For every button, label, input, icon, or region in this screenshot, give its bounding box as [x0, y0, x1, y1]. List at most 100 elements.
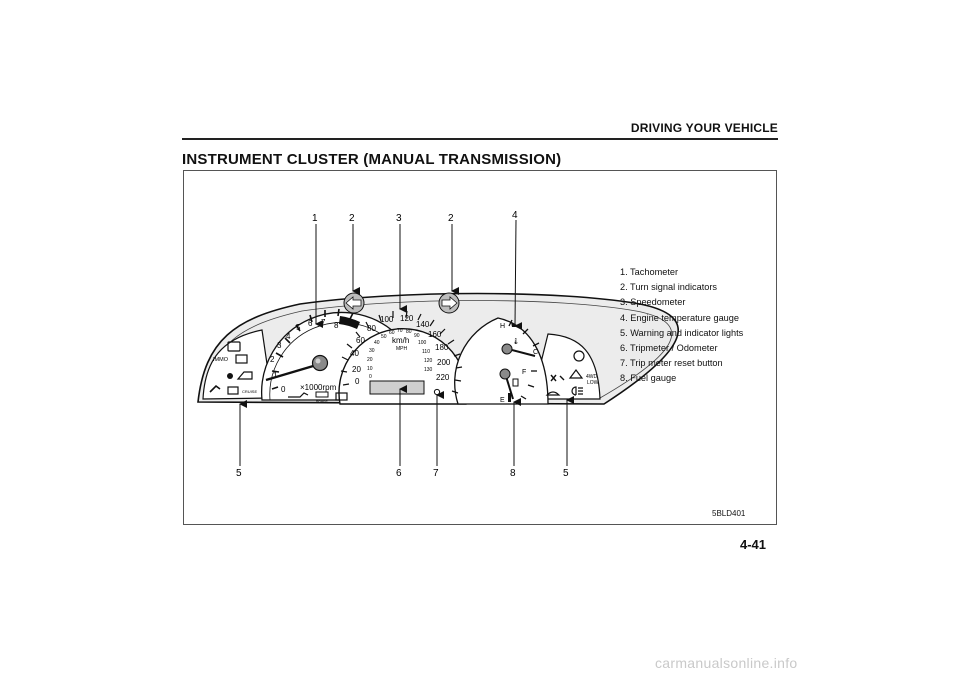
- fog-light-icon: [571, 386, 583, 396]
- tach-unit-label: ×1000rpm: [300, 383, 337, 392]
- kmh-label-100: 100: [380, 315, 394, 324]
- callout-2-left: 2: [349, 213, 355, 224]
- rear-defrost-icon: [227, 341, 241, 352]
- tach-label-8: 8: [334, 321, 339, 330]
- trip-reset-button[interactable]: [433, 388, 441, 396]
- legend-item: 6. Tripmeter / Odometer: [620, 343, 718, 354]
- mph-label-20: 20: [367, 357, 373, 363]
- callout-4: 4: [512, 210, 518, 221]
- legend-item: 2. Turn signal indicators: [620, 282, 718, 293]
- right-indicator-pod: [531, 333, 601, 400]
- temp-needle: [507, 348, 536, 357]
- low-indicator-label: LOW: [587, 380, 599, 386]
- temp-hot-label: H: [500, 323, 505, 330]
- kmh-label-120: 120: [400, 314, 414, 323]
- legend-item: 7. Trip meter reset button: [620, 358, 723, 369]
- callout-6: 6: [396, 468, 402, 479]
- speedometer-unit-kmh: km/h: [392, 336, 409, 345]
- mph-label-70: 70: [397, 328, 403, 334]
- callout-1: 1: [312, 213, 318, 224]
- temp-fuel-face: [454, 317, 549, 405]
- kmh-label-40: 40: [350, 349, 359, 358]
- mph-label-10: 10: [367, 366, 373, 372]
- kmh-label-80: 80: [367, 324, 376, 333]
- heater-icon: [235, 354, 248, 364]
- speedometer-ticks: [340, 310, 463, 394]
- callout-5-right: 5: [563, 468, 569, 479]
- mph-label-120: 120: [424, 358, 433, 364]
- cruise-indicator-label: CRUISE: [242, 389, 257, 394]
- mph-label-30: 30: [369, 348, 375, 354]
- tach-label-5: 5: [296, 323, 301, 332]
- tach-label-6: 6: [308, 319, 313, 328]
- mph-label-90: 90: [414, 333, 420, 339]
- header-rule: [182, 138, 778, 140]
- lock-icon: [550, 374, 565, 382]
- callout-8: 8: [510, 468, 516, 479]
- mph-label-110: 110: [422, 349, 430, 355]
- odometer-display: [369, 380, 425, 395]
- left-indicator-pod: [202, 329, 273, 400]
- mph-label-0: 0: [369, 374, 372, 380]
- slip-indicator-icon: [568, 369, 584, 379]
- brake-indicator-label: BRAKE: [316, 399, 329, 403]
- washer-icon: [545, 391, 561, 396]
- legend-item: 8. Fuel gauge: [620, 373, 677, 384]
- callout-5-left: 5: [236, 468, 242, 479]
- kmh-label-220: 220: [436, 373, 450, 382]
- kmh-label-160: 160: [428, 330, 442, 339]
- oil-pressure-icon: [288, 392, 309, 398]
- running-header: DRIVING YOUR VEHICLE: [630, 121, 778, 135]
- callout-3: 3: [396, 213, 402, 224]
- fuel-pump-icon: [512, 378, 519, 387]
- legend-item: 3. Speedometer: [620, 297, 686, 308]
- kmh-label-0: 0: [355, 377, 360, 386]
- watermark: carmanualsonline.info: [655, 655, 798, 671]
- kmh-label-20: 20: [352, 365, 361, 374]
- mph-label-130: 130: [424, 367, 433, 373]
- temp-cold-label: C: [533, 349, 538, 356]
- tachometer-ticks: [271, 308, 354, 390]
- temp-hub: [501, 343, 513, 355]
- kmh-label-200: 200: [437, 358, 451, 367]
- svg-text:🌡: 🌡: [512, 337, 520, 345]
- legend-item: 1. Tachometer: [620, 267, 679, 277]
- mph-label-40: 40: [374, 340, 380, 346]
- callout-2-right: 2: [448, 213, 454, 224]
- immo-indicator-label: IMMO: [213, 357, 229, 363]
- figure-legend: 1. Tachometer 2. Turn signal indicators …: [620, 265, 743, 387]
- speedometer-unit-mph: MPH: [396, 346, 408, 352]
- brake-warning-icon: [573, 350, 585, 362]
- door-ajar-icon: [236, 371, 253, 380]
- mph-label-100: 100: [418, 340, 427, 346]
- tach-label-7: 7: [321, 318, 326, 327]
- kmh-label-180: 180: [435, 343, 449, 352]
- fuel-empty-label: E: [500, 397, 505, 404]
- tach-label-2: 2: [270, 355, 275, 364]
- legend-item: 4. Engine temperature gauge: [620, 312, 740, 323]
- fourwd-indicator-label: 4WD: [586, 374, 598, 380]
- tach-needle: [265, 362, 321, 382]
- tach-label-4: 4: [286, 332, 291, 341]
- battery-icon: [335, 392, 348, 401]
- page-number: 4-41: [740, 537, 767, 552]
- tach-label-0: 0: [281, 385, 286, 394]
- legend-item: 5. Warning and indicator lights: [620, 327, 744, 338]
- fuel-full-label: F: [522, 369, 526, 376]
- mph-label-60: 60: [389, 330, 395, 336]
- airbag-icon: [209, 384, 221, 393]
- tach-hub: [311, 354, 329, 372]
- fuel-hub: [499, 368, 511, 380]
- mph-label-80: 80: [406, 329, 412, 335]
- check-engine-icon: [227, 386, 239, 395]
- callout-7: 7: [433, 468, 439, 479]
- abs-icon: [315, 391, 329, 398]
- mph-label-50: 50: [381, 334, 387, 340]
- kmh-label-60: 60: [356, 336, 365, 345]
- section-title: INSTRUMENT CLUSTER (MANUAL TRANSMISSION): [182, 151, 562, 168]
- tach-label-3: 3: [277, 341, 282, 350]
- tach-label-1: 1: [273, 371, 278, 380]
- kmh-label-140: 140: [416, 320, 430, 329]
- figure-code: 5BLD401: [712, 509, 746, 518]
